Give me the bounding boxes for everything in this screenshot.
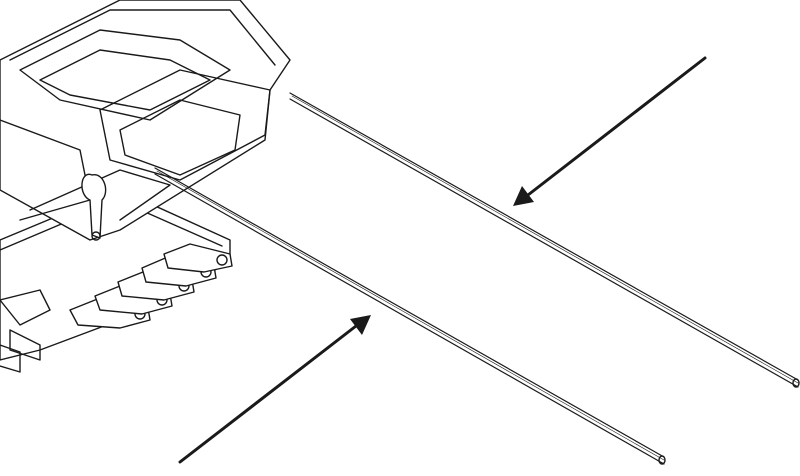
lever-handle — [81, 173, 107, 239]
tabs — [69, 243, 233, 329]
machine-base — [0, 189, 231, 373]
machine-housing — [0, 0, 291, 241]
arrow-upper — [513, 56, 707, 206]
rod-upper — [289, 92, 800, 388]
arrow-lower — [178, 315, 371, 464]
tab — [163, 243, 233, 273]
rod-lower — [154, 167, 666, 465]
